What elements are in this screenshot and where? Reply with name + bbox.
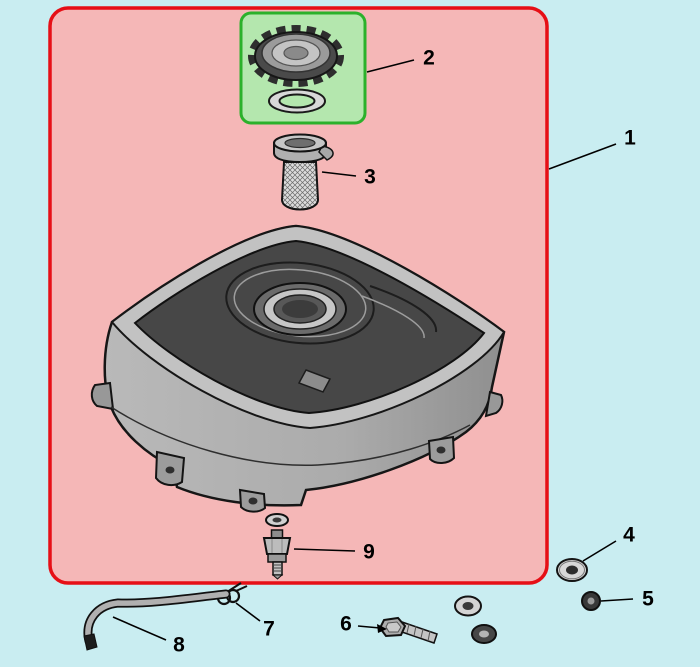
joint-thread-tip: [271, 574, 284, 580]
tank-rib-outer: [369, 285, 438, 333]
cap-gasket: [268, 88, 326, 114]
tank-channel-outer: [225, 261, 375, 345]
fuel-filler-cap: [248, 25, 344, 87]
fuel-strainer: [273, 133, 334, 211]
cap-center: [283, 45, 309, 61]
tank-foot-center-hole: [248, 497, 258, 505]
leader-line-8: [112, 616, 167, 641]
tube-body: [85, 591, 229, 644]
grommet-mid-hole: [479, 630, 489, 638]
leader-line-1: [548, 143, 617, 170]
callout-5[interactable]: 5: [642, 588, 654, 611]
leader-lines: [112, 59, 634, 641]
joint-washer-hole: [272, 517, 282, 523]
clip-ear-1: [226, 582, 242, 593]
strainer-mesh-basket: [280, 161, 320, 211]
callout-2[interactable]: 2: [423, 47, 435, 70]
bolt-thread-2: [413, 625, 417, 637]
washer4-rim: [559, 560, 585, 580]
leader-line-2: [366, 59, 415, 73]
joint-stem: [270, 529, 284, 539]
grommet5-hole: [587, 597, 595, 605]
joint-hex: [267, 553, 287, 563]
flange-bolt: [378, 616, 438, 644]
leader-line-3: [321, 171, 357, 177]
joint-body: [262, 537, 292, 555]
cap-scallop-ring: [248, 25, 344, 87]
fuel-tube: [83, 589, 231, 651]
callout-7[interactable]: 7: [263, 618, 275, 641]
tank-right-flange: [484, 390, 504, 418]
tank-rib-inner: [361, 295, 425, 339]
callout-8[interactable]: 8: [173, 634, 185, 657]
fuel-joint-assembly: [262, 513, 292, 580]
leader-line-9: [293, 548, 356, 552]
washer4-hole: [566, 565, 578, 575]
leader-line-7: [235, 602, 261, 622]
strainer-collar-hole: [284, 137, 316, 149]
gasket-hole: [278, 93, 316, 109]
bolt-thread-1: [406, 623, 410, 634]
tank-neck-hole-shadow: [282, 300, 318, 318]
bolt-thread-4: [427, 630, 431, 642]
tank-foot-right-hole: [436, 446, 446, 454]
leader-line-5: [600, 598, 634, 602]
tube-end-fitting: [83, 633, 98, 651]
tank-boss: [297, 369, 332, 393]
bolt-thread-3: [420, 628, 424, 639]
fuel-tank: [90, 224, 506, 513]
grommet-part-5: [581, 591, 601, 611]
tank-foot-left-hole: [165, 466, 175, 474]
callout-6[interactable]: 6: [340, 613, 352, 636]
callout-9[interactable]: 9: [363, 541, 375, 564]
bolt-head-face: [385, 621, 402, 633]
tank-left-flange: [90, 381, 115, 411]
grommet-middle: [471, 624, 497, 644]
clip-ear-2: [235, 585, 248, 592]
callout-3[interactable]: 3: [364, 166, 376, 189]
callout-4[interactable]: 4: [623, 524, 635, 547]
callout-1[interactable]: 1: [624, 127, 636, 150]
leader-line-4: [582, 540, 617, 562]
washer-middle: [454, 595, 482, 617]
strainer-hook-tab: [318, 145, 334, 161]
washer-part-4: [556, 558, 588, 582]
callout-labels: 1 2 3 4 5 6 7 8 9: [173, 47, 654, 657]
leader-line-6: [357, 625, 381, 629]
washer-mid-hole: [462, 602, 474, 610]
leader-arrow-6: [377, 624, 387, 633]
